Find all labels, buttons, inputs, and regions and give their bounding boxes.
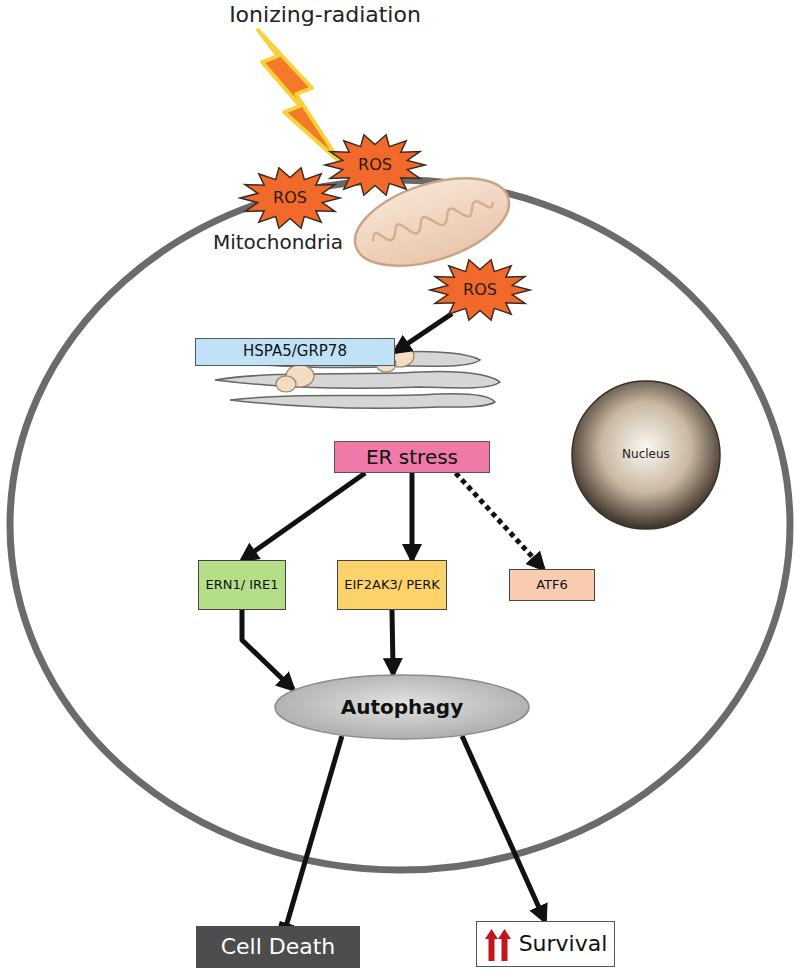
- ros-burst: ROS: [325, 134, 425, 196]
- node-text: ERN1/ IRE1: [205, 578, 278, 593]
- arrow-connector: [392, 610, 393, 674]
- ros-burst: ROS: [240, 167, 340, 229]
- ros-burst: ROS: [430, 259, 530, 321]
- node-text: Survival: [519, 931, 608, 956]
- node-text: HSPA5/GRP78: [243, 343, 347, 360]
- arrow-connector: [410, 473, 415, 560]
- radiation-label: Ionizing-radiation: [229, 2, 421, 27]
- dashed-arrow: [456, 473, 544, 569]
- node-text: Nucleus: [622, 448, 670, 462]
- node-text: ER stress: [366, 446, 458, 469]
- sensor-box: EIF2AK3/ PERK: [337, 560, 447, 610]
- process-ellipse: Autophagy: [274, 674, 530, 740]
- sensor-box: ATF6: [509, 569, 595, 601]
- node-text: EIF2AK3/ PERK: [344, 578, 440, 593]
- node-text: ATF6: [536, 578, 568, 593]
- node-text: ROS: [358, 156, 392, 174]
- nucleus-circle: Nucleus: [571, 380, 721, 530]
- node-text: ROS: [273, 189, 307, 207]
- organelle-label: Mitochondria: [213, 230, 343, 254]
- outcome-box: Survival: [476, 921, 615, 967]
- protein-box: HSPA5/GRP78: [195, 338, 395, 366]
- node-text: Cell Death: [221, 934, 336, 959]
- arrow-connector: [242, 473, 365, 560]
- node-text: ROS: [463, 281, 497, 299]
- lightning-bolt: [258, 30, 340, 162]
- cell-membrane: [10, 180, 790, 870]
- stress-box: ER stress: [334, 441, 490, 473]
- arrow-connector: [242, 610, 293, 690]
- up-arrows-icon: [483, 927, 513, 961]
- node-text: Autophagy: [341, 696, 463, 719]
- outcome-box: Cell Death: [196, 926, 360, 968]
- arrow-connector: [395, 314, 452, 352]
- sensor-box: ERN1/ IRE1: [198, 560, 286, 610]
- arrow-connector: [462, 736, 545, 921]
- inhibition-connector: [286, 736, 342, 926]
